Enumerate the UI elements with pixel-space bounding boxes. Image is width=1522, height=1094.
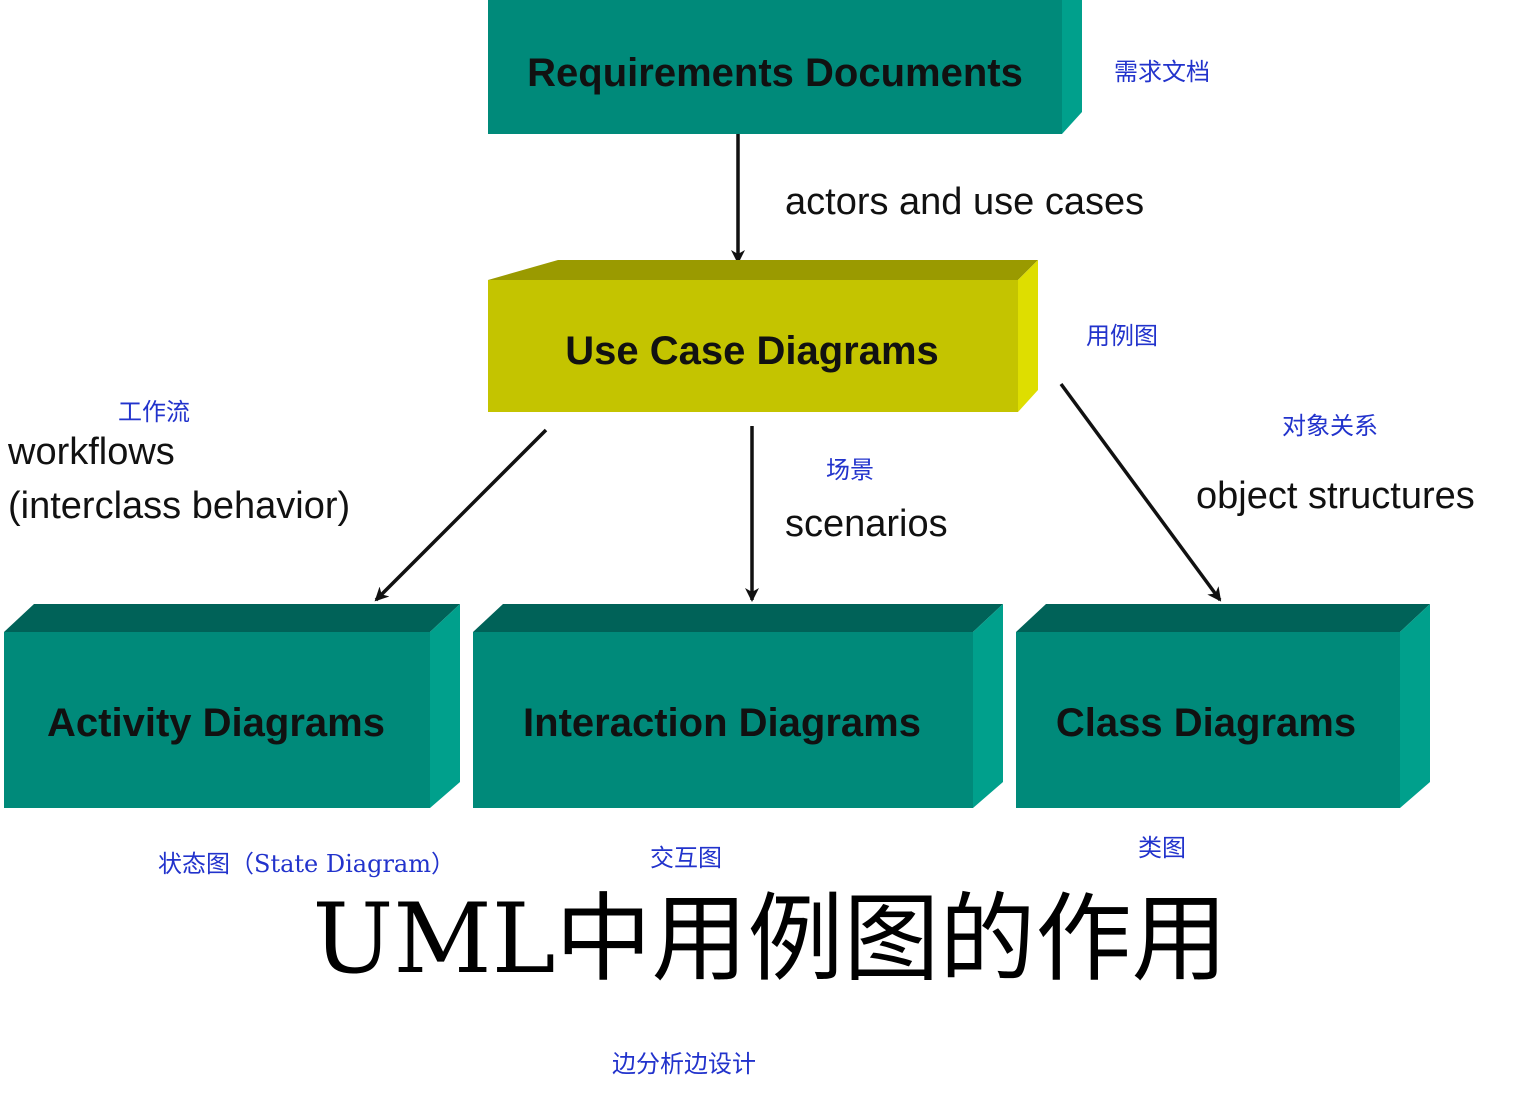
interaction-note: 交互图 <box>650 844 722 872</box>
activity-box-side <box>430 604 460 808</box>
usecase-box-top <box>488 260 1038 280</box>
activity-box-label: Activity Diagrams <box>47 701 385 745</box>
interaction-diagrams-box: Interaction Diagrams <box>473 604 1003 808</box>
object-structures-note: 对象关系 <box>1282 412 1378 440</box>
actors-and-use-cases-label: actors and use cases <box>785 181 1144 223</box>
activity-box-top <box>4 604 460 632</box>
class-note: 类图 <box>1138 834 1186 862</box>
usecase-box-front <box>488 280 1018 412</box>
requirements-documents-box: Requirements Documents <box>488 0 1082 134</box>
workflows-label: workflows <box>7 431 175 473</box>
class-box-side <box>1400 604 1430 808</box>
scenarios-note: 场景 <box>826 456 874 484</box>
requirements-box-label: Requirements Documents <box>527 51 1023 95</box>
use-case-diagrams-box: Use Case Diagrams <box>488 260 1038 412</box>
page-title: UML中用例图的作用 <box>313 883 1228 995</box>
class-diagrams-box: Class Diagrams <box>1016 604 1430 808</box>
interaction-box-label: Interaction Diagrams <box>523 701 921 745</box>
interclass-behavior-label: (interclass behavior) <box>8 485 350 527</box>
interaction-box-side <box>973 604 1003 808</box>
footer-note: 边分析边设计 <box>612 1050 756 1078</box>
activity-diagrams-box: Activity Diagrams <box>4 604 460 808</box>
workflows-note: 工作流 <box>118 398 190 426</box>
object-structures-label: object structures <box>1196 475 1475 517</box>
arrow-usecase-to-class <box>1059 382 1222 602</box>
usecase-note: 用例图 <box>1086 322 1158 350</box>
activity-box-front <box>4 632 430 808</box>
interaction-box-front <box>473 632 973 808</box>
class-box-top <box>1016 604 1430 632</box>
scenarios-label: scenarios <box>785 503 948 545</box>
class-box-label: Class Diagrams <box>1056 701 1356 745</box>
requirements-note: 需求文档 <box>1114 58 1210 86</box>
interaction-box-top <box>473 604 1003 632</box>
activity-note: 状态图（State Diagram） <box>158 850 455 878</box>
class-box-front <box>1016 632 1400 808</box>
usecase-box-label: Use Case Diagrams <box>565 329 939 373</box>
requirements-box-side <box>1062 0 1082 134</box>
usecase-box-side <box>1018 260 1038 412</box>
requirements-box-front <box>488 0 1062 134</box>
arrow-usecase-to-activity <box>374 428 548 602</box>
